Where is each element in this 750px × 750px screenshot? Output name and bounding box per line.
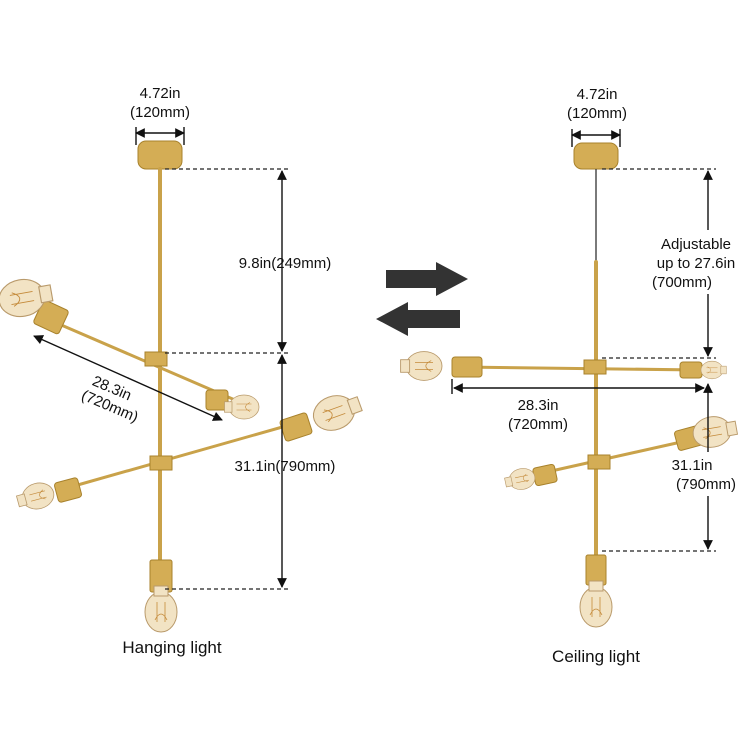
overall-height-label: 31.1in(790mm)	[235, 458, 336, 475]
canopy-width-label: 4.72in	[140, 85, 181, 102]
ceiling-light-illustration	[400, 142, 740, 628]
canopy-width-label: 4.72in	[577, 86, 618, 103]
socket	[53, 477, 83, 503]
joint-upper	[583, 359, 607, 375]
arm-lower	[58, 420, 302, 492]
conversion-arrows	[376, 262, 468, 336]
hanging-light-illustration	[0, 140, 366, 633]
adjustable-label-in: up to 27.6in	[657, 255, 735, 272]
drop-length-label: 9.8in(249mm)	[239, 255, 332, 272]
adjustable-label: Adjustable	[661, 236, 731, 253]
edison-bulb	[700, 360, 727, 380]
overall-height-label: 31.1in	[672, 457, 713, 474]
hanging-light-dimensions: 4.72in (120mm) 9.8in(249mm) 31.1in(790mm…	[33, 85, 336, 590]
edison-bulb	[307, 387, 366, 437]
edison-bulb	[579, 580, 613, 628]
hanging-light-caption: Hanging light	[122, 638, 222, 657]
joint-upper	[144, 351, 168, 367]
socket	[451, 356, 483, 378]
arrow-left-icon	[376, 302, 460, 336]
edison-bulb	[14, 479, 58, 515]
adjustable-label-mm: (700mm)	[652, 274, 712, 291]
socket	[279, 412, 313, 442]
arm-span-label-mm: (720mm)	[508, 416, 568, 433]
overall-height-label-mm: (790mm)	[676, 476, 736, 493]
ceiling-light-dimensions: 4.72in (120mm) Adjustable up to 27.6in (…	[451, 86, 748, 552]
arm-upper	[458, 365, 702, 372]
ceiling-light-caption: Ceiling light	[552, 647, 640, 666]
edison-bulb	[144, 585, 178, 633]
canopy-width-label-mm: (120mm)	[130, 104, 190, 121]
canopy	[137, 140, 183, 170]
socket	[679, 361, 703, 379]
arrow-right-icon	[386, 262, 468, 296]
socket	[33, 299, 69, 335]
edison-bulb	[400, 351, 443, 381]
joint-lower	[149, 455, 173, 471]
canopy-width-label-mm: (120mm)	[567, 105, 627, 122]
joint-lower	[587, 454, 611, 470]
canopy	[573, 142, 619, 170]
edison-bulb	[502, 465, 538, 494]
socket	[532, 463, 558, 487]
arm-span-label: 28.3in	[518, 397, 559, 414]
arm-upper	[43, 316, 237, 402]
